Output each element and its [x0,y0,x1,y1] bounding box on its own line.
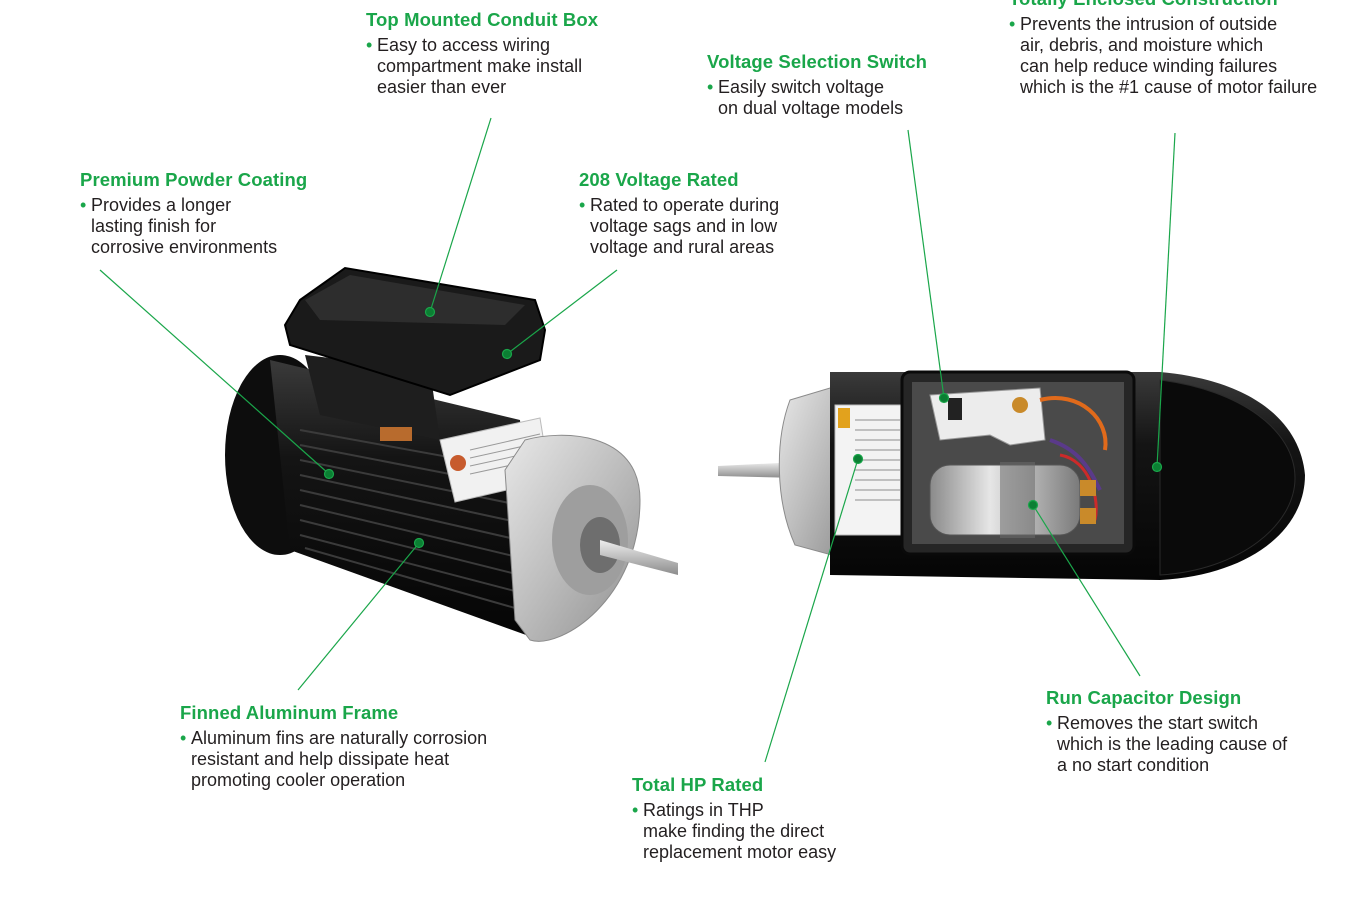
marker-208 [501,348,513,360]
leader-208 [506,269,618,355]
left-motor [225,266,678,642]
callout-title: Finned Aluminum Frame [180,702,399,723]
callout-line: can help reduce winding failures [1020,56,1278,76]
marker-enclosed [1151,461,1163,473]
leader-conduit [429,117,492,313]
leader-run-cap [1032,504,1141,677]
marker-voltage-switch [938,392,950,404]
left-motor-body [270,360,540,640]
callout-line: which is the leading cause of [1057,734,1288,754]
callout-line: Rated to operate during [590,195,780,215]
callout-line: Ratings in THP [643,800,764,820]
bullet: • [80,195,87,215]
bullet: • [1046,713,1053,733]
callout-title: Totally Enclosed Construction [1009,0,1317,10]
left-motor-fins [299,429,537,615]
callout-conduit-box: Top Mounted Conduit Box • Easy to access… [366,9,598,98]
callout-line: air, debris, and moisture which [1020,35,1264,55]
callout-body: • Easily switch voltage on dual voltage … [707,77,927,119]
bullet: • [1009,14,1016,34]
callout-line: voltage sags and in low [590,216,778,236]
callout-line: corrosive environments [91,237,278,257]
callout-line: replacement motor easy [643,842,837,862]
callout-body: • Prevents the intrusion of outside air,… [1009,14,1317,98]
callout-line: Removes the start switch [1057,713,1259,733]
callout-line: which is the #1 cause of motor failure [1020,77,1318,97]
marker-finned [413,537,425,549]
callout-title: Total HP Rated [632,774,764,795]
bullet: • [707,77,714,97]
callout-line: Prevents the intrusion of outside [1020,14,1278,34]
callout-line: easier than ever [377,77,507,97]
marker-thp [852,453,864,465]
leader-powder [99,269,330,475]
callout-line: Aluminum fins are naturally corrosion [191,728,488,748]
left-motor-shaft [600,540,678,575]
bullet: • [180,728,187,748]
callout-line: Easily switch voltage [718,77,885,97]
callout-title: Premium Powder Coating [80,169,308,190]
marker-run-cap [1027,499,1039,511]
leader-finned [297,542,420,691]
callout-line: a no start condition [1057,755,1210,775]
callout-line: make finding the direct [643,821,825,841]
callout-line: lasting finish for [91,216,217,236]
bullet: • [579,195,586,215]
callout-line: resistant and help dissipate heat [191,749,450,769]
callout-line: Provides a longer [91,195,232,215]
callout-run-capacitor-design: Run Capacitor Design • Removes the start… [1046,687,1287,776]
callout-title: Top Mounted Conduit Box [366,9,599,30]
callout-title: 208 Voltage Rated [579,169,739,190]
callout-voltage-selection-switch: Voltage Selection Switch • Easily switch… [707,51,927,119]
callout-line: Easy to access wiring [377,35,551,55]
callout-finned-aluminum-frame: Finned Aluminum Frame • Aluminum fins ar… [180,702,487,791]
marker-conduit [424,306,436,318]
callout-total-hp-rated: Total HP Rated • Ratings in THP make fin… [632,774,836,863]
callout-body: • Rated to operate during voltage sags a… [579,195,779,258]
leader-voltage-switch [907,129,945,399]
callout-line: compartment make install [377,56,583,76]
callout-body: • Provides a longer lasting finish for c… [80,195,307,258]
callout-line: on dual voltage models [718,98,904,118]
callout-totally-enclosed: Totally Enclosed Construction • Prevents… [1009,0,1317,98]
callout-body: • Easy to access wiring compartment make… [366,35,598,98]
callout-body: • Ratings in THP make finding the direct… [632,800,836,863]
bullet: • [366,35,373,55]
leader-thp [764,458,859,763]
callout-body: • Removes the start switch which is the … [1046,713,1287,776]
bullet: • [632,800,639,820]
marker-powder [323,468,335,480]
leader-lines [99,117,1176,763]
leader-enclosed [1156,132,1176,468]
right-motor [718,370,1305,580]
callout-premium-powder-coating: Premium Powder Coating • Provides a long… [80,169,307,258]
callout-line: promoting cooler operation [191,770,406,790]
callout-line: voltage and rural areas [590,237,775,257]
callout-title: Run Capacitor Design [1046,687,1242,708]
callout-208-voltage-rated: 208 Voltage Rated • Rated to operate dur… [579,169,779,258]
callout-body: • Aluminum fins are naturally corrosion … [180,728,487,791]
callout-title: Voltage Selection Switch [707,51,927,72]
